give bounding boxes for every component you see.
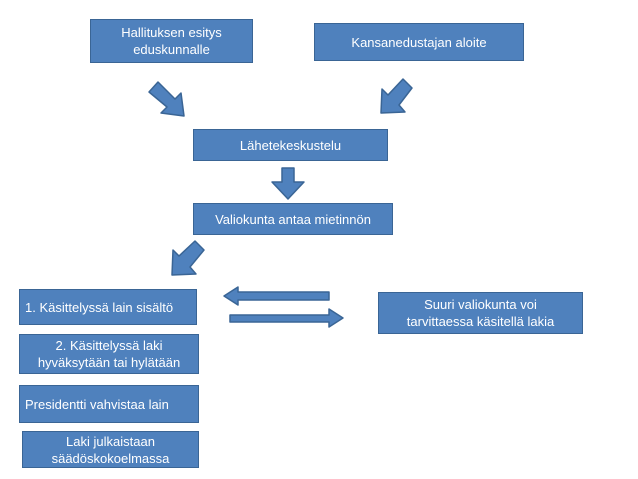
box-hallituksen-esitys-label: Hallituksen esitys eduskunnalle	[121, 25, 222, 57]
box-kasittely-1: 1. Käsittelyssä lain sisältö	[19, 289, 197, 325]
box-suuri-valiokunta-label: Suuri valiokunta voi tarvittaessa käsite…	[406, 297, 555, 329]
box-valiokunta-label: Valiokunta antaa mietinnön	[215, 211, 371, 227]
box-kansanedustajan-aloite-label: Kansanedustajan aloite	[351, 34, 487, 50]
arrow-left	[223, 286, 330, 306]
box-julkaistaan-label: Laki julkaistaan säädöskokoelmassa	[51, 433, 170, 466]
box-hallituksen-esitys: Hallituksen esitys eduskunnalle	[90, 19, 253, 63]
box-kasittely-1-label: 1. Käsittelyssä lain sisältö	[25, 299, 174, 315]
arrow-right	[229, 308, 344, 328]
box-lahetekeskustelu: Lähetekeskustelu	[193, 129, 388, 161]
box-kansanedustajan-aloite: Kansanedustajan aloite	[314, 23, 524, 61]
box-julkaistaan: Laki julkaistaan säädöskokoelmassa	[22, 431, 199, 468]
box-lahetekeskustelu-label: Lähetekeskustelu	[239, 137, 342, 153]
box-kasittely-2-label: 2. Käsittelyssä laki hyväksytään tai hyl…	[37, 338, 181, 370]
arrow-down-left-2	[171, 240, 205, 276]
arrow-down-1	[271, 167, 305, 200]
box-presidentti: Presidentti vahvistaa lain	[19, 385, 199, 423]
arrow-down-left-1	[380, 78, 413, 114]
box-presidentti-label: Presidentti vahvistaa lain	[25, 396, 169, 412]
box-valiokunta: Valiokunta antaa mietinnön	[193, 203, 393, 235]
box-kasittely-2: 2. Käsittelyssä laki hyväksytään tai hyl…	[19, 334, 199, 374]
arrow-down-right-1	[148, 81, 185, 117]
box-suuri-valiokunta: Suuri valiokunta voi tarvittaessa käsite…	[378, 292, 583, 334]
